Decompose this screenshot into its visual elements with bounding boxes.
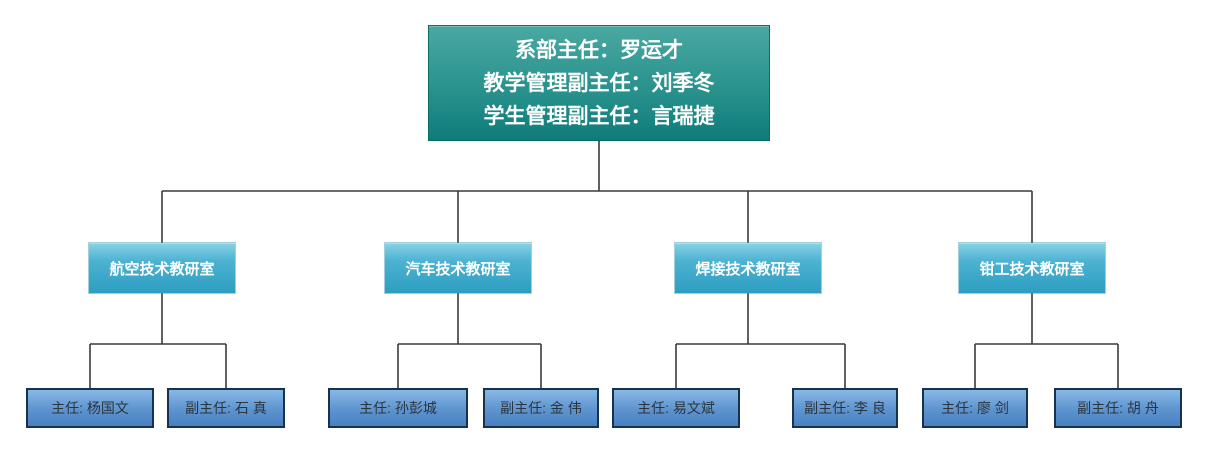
dept-node-fitter-tech: 钳工技术教研室: [959, 243, 1105, 293]
leaf-node-fitter-director: 主任: 廖 剑: [922, 388, 1028, 428]
leaf-node-welding-deputy: 副主任: 李 良: [792, 388, 898, 428]
root-node-line-teaching-deputy: 教学管理副主任：刘季冬: [483, 71, 715, 95]
leaf-node-welding-director: 主任: 易文斌: [612, 388, 740, 428]
root-node-department-head: 系部主任：罗运才 教学管理副主任：刘季冬 学生管理副主任：言瑞捷: [428, 25, 770, 141]
leaf-node-automotive-deputy: 副主任: 金 伟: [483, 388, 599, 428]
leaf-node-aviation-director: 主任: 杨国文: [26, 388, 154, 428]
leaf-node-automotive-director: 主任: 孙彭城: [328, 388, 468, 428]
dept-node-aviation-tech: 航空技术教研室: [89, 243, 235, 293]
dept-node-welding-tech: 焊接技术教研室: [675, 243, 821, 293]
root-node-line-director: 系部主任：罗运才: [515, 38, 683, 62]
leaf-node-fitter-deputy: 副主任: 胡 舟: [1054, 388, 1182, 428]
leaf-node-aviation-deputy: 副主任: 石 真: [167, 388, 285, 428]
dept-node-automotive-tech: 汽车技术教研室: [385, 243, 531, 293]
root-node-line-student-deputy: 学生管理副主任：言瑞捷: [483, 104, 715, 128]
